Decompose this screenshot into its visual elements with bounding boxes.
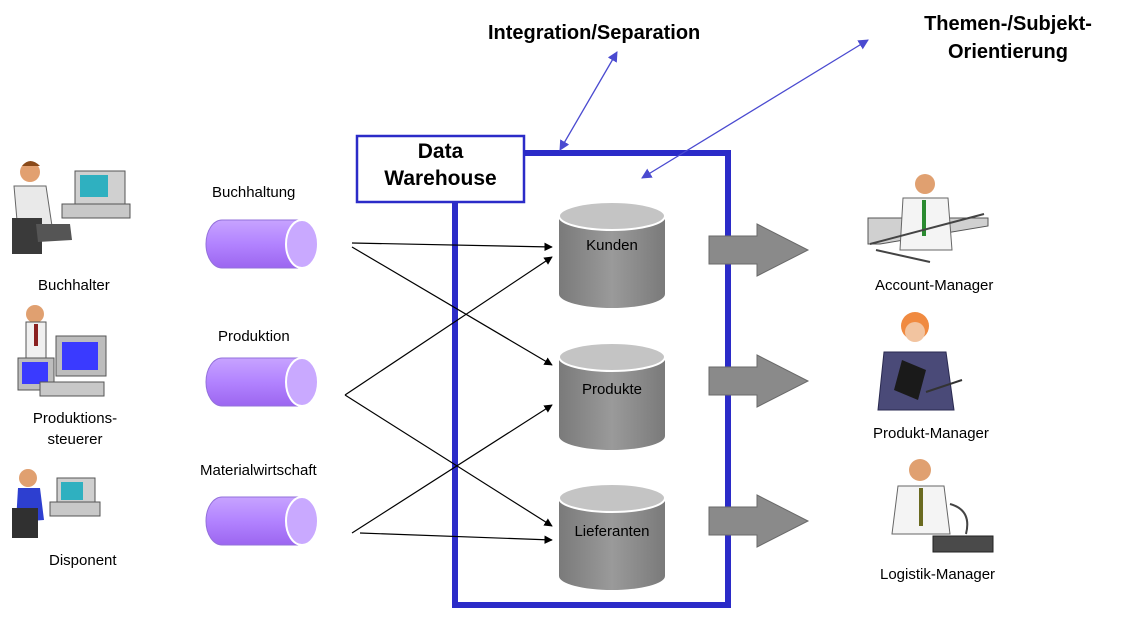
role-produkt-manager: Produkt-Manager (873, 425, 989, 442)
warehouse-label-box (355, 134, 526, 204)
flow-arrow-buchhaltung-produkte (351, 246, 553, 366)
flow-arrow-material-produkte (351, 404, 553, 534)
buchhalter-illustration (12, 161, 131, 254)
role-account-manager: Account-Manager (875, 277, 994, 294)
store-label-kunden: Kunden (586, 237, 638, 254)
themen-header-line1: Themen-/Subjekt- (924, 13, 1092, 35)
themen-header-line2: Orientierung (947, 41, 1068, 63)
logistik-manager-illustration (891, 459, 994, 553)
output-arrow-produkte (708, 354, 810, 408)
flow-arrow-material-lieferanten (359, 532, 553, 544)
role-produktions-line1: Produktions- (32, 410, 118, 427)
flow-arrow-produktion-lieferanten (344, 394, 553, 527)
produktionssteuerer-illustration (17, 305, 107, 397)
warehouse-title-line1: Data (417, 140, 464, 163)
role-produktions-line2: steuerer (47, 431, 103, 448)
source-cylinder-buchhaltung (205, 219, 319, 269)
themen-arrow (641, 39, 869, 179)
flow-arrow-buchhaltung-kunden (351, 242, 553, 252)
store-cylinder-lieferanten (558, 483, 666, 590)
role-logistik-manager: Logistik-Manager (880, 566, 996, 583)
source-label-produktion: Produktion (218, 328, 290, 345)
integration-arrow (559, 51, 618, 151)
store-cylinder-kunden (558, 201, 666, 308)
role-disponent: Disponent (49, 552, 117, 569)
source-cylinder-materialwirtschaft (205, 496, 319, 546)
account-manager-illustration (867, 174, 989, 263)
role-buchhalter: Buchhalter (38, 277, 110, 294)
store-label-produkte: Produkte (581, 381, 643, 398)
output-arrow-kunden (708, 223, 810, 277)
produkt-manager-illustration (877, 312, 963, 411)
source-label-materialwirtschaft: Materialwirtschaft (200, 462, 317, 479)
source-cylinder-produktion (205, 357, 319, 407)
output-arrow-lieferanten (708, 494, 810, 548)
flow-arrows (344, 242, 553, 544)
flow-arrow-produktion-kunden (344, 256, 553, 396)
integration-header: Integration/Separation (488, 22, 701, 44)
disponent-illustration (12, 469, 101, 538)
warehouse-title-line2: Warehouse (384, 167, 497, 190)
source-label-buchhaltung: Buchhaltung (212, 184, 296, 201)
store-cylinder-produkte (558, 342, 666, 450)
store-label-lieferanten: Lieferanten (574, 523, 650, 540)
